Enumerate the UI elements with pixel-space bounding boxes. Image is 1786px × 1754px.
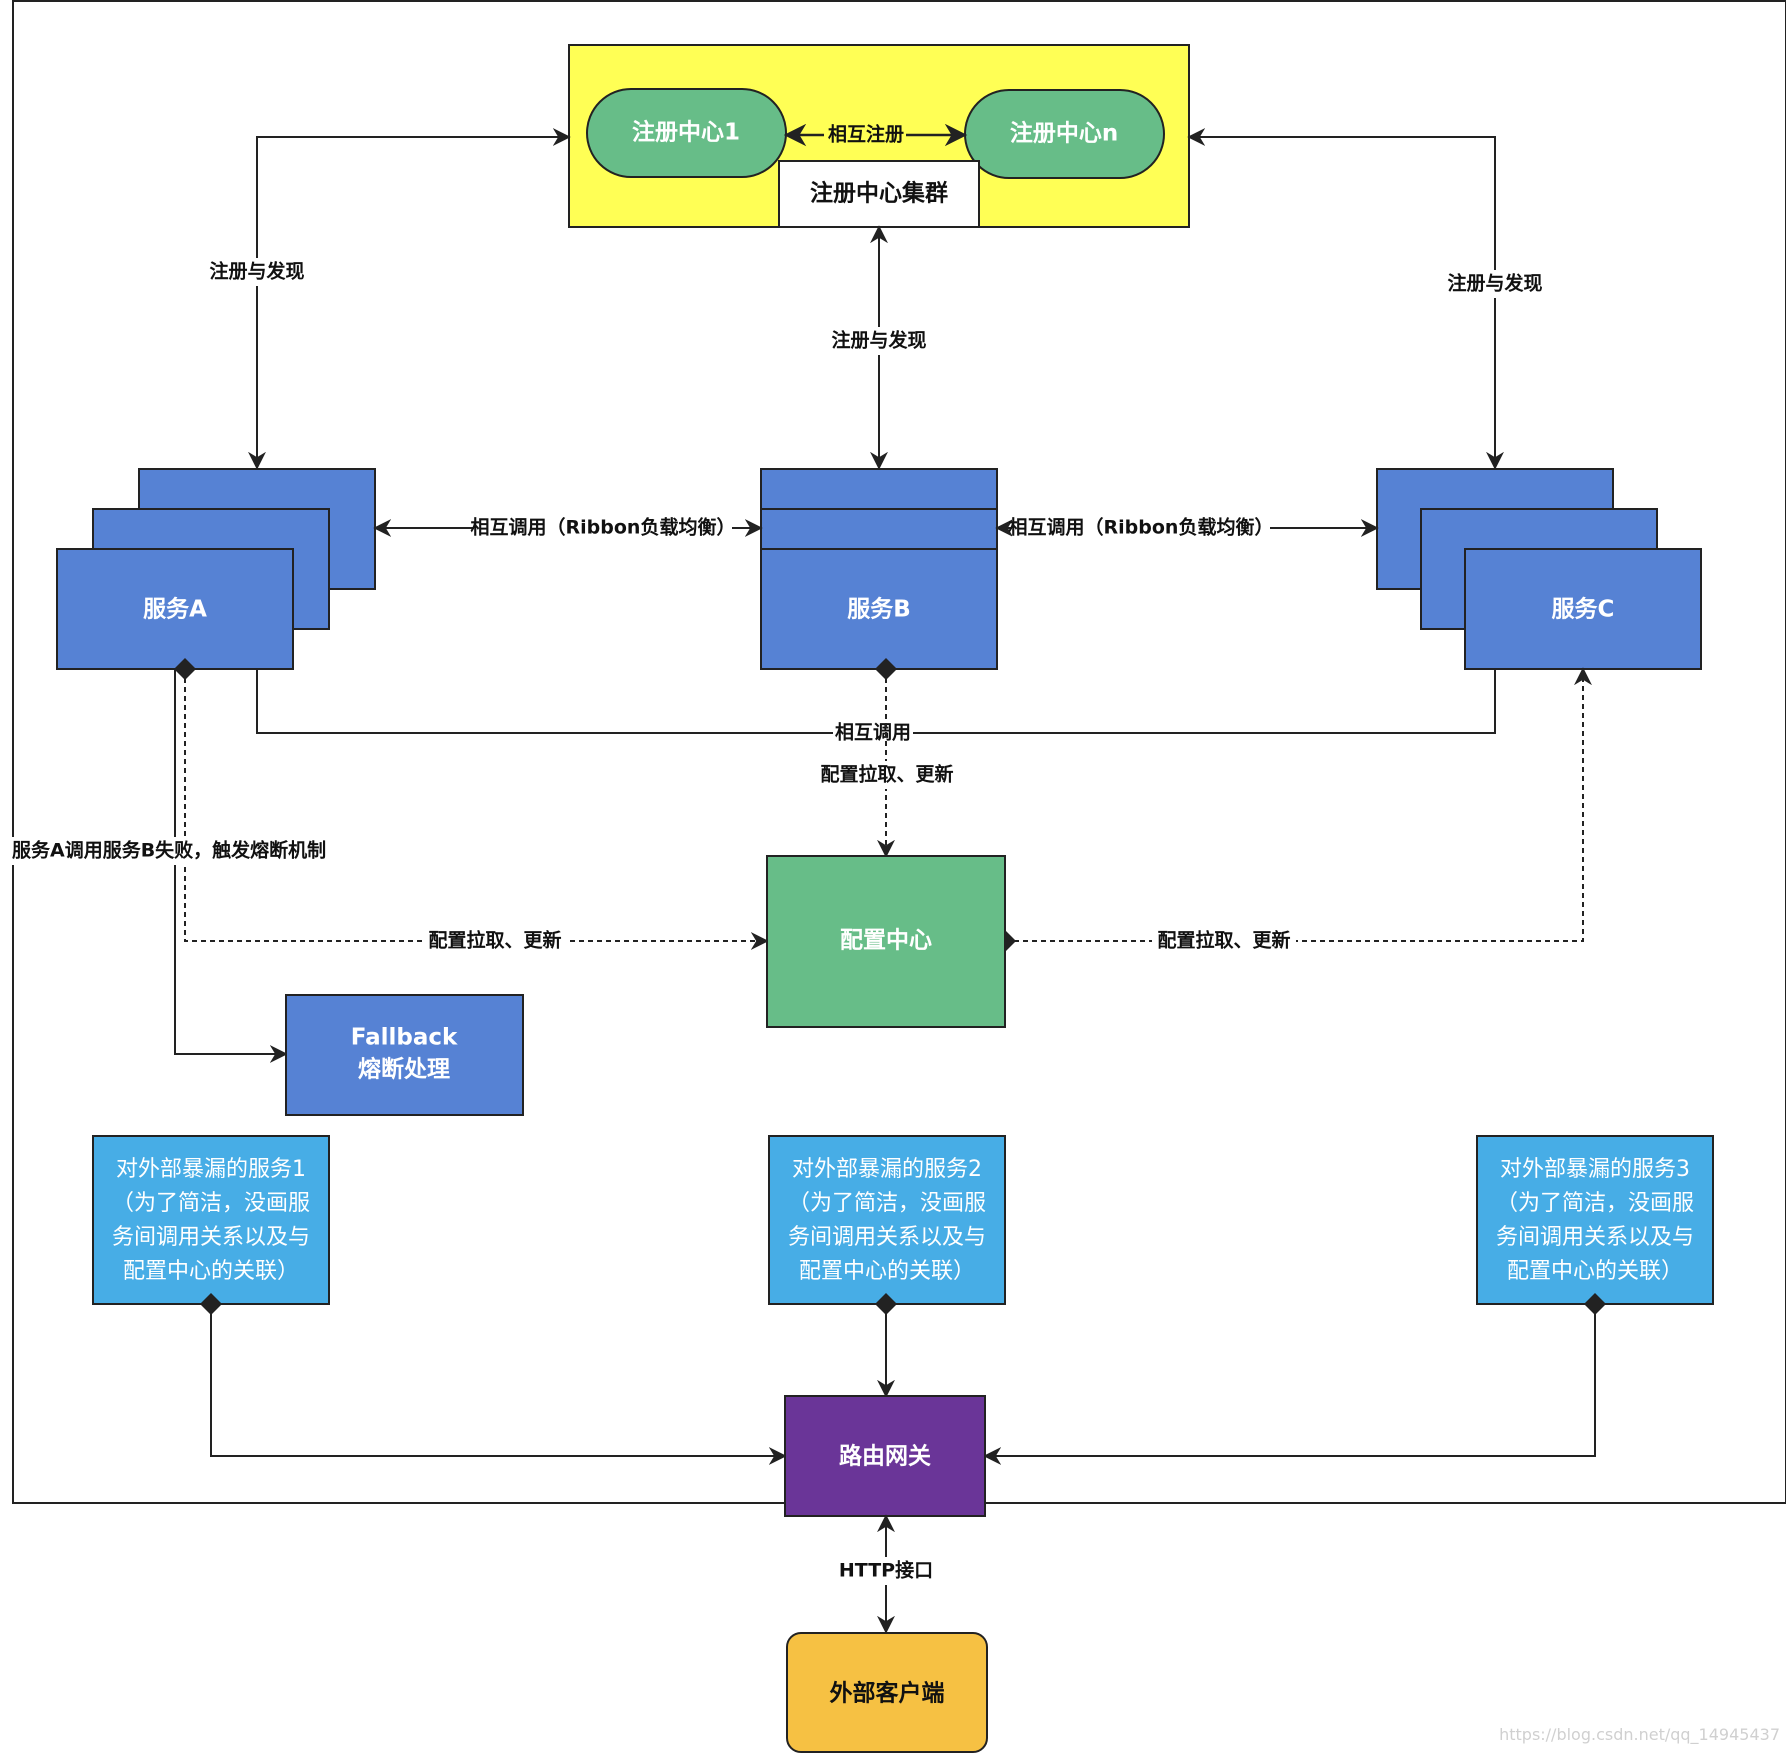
exposed-service-1-line: 对外部暴漏的服务1: [116, 1157, 306, 1182]
exposed-service-3: 对外部暴漏的服务3 （为了简洁，没画服 务间调用关系以及与 配置中心的关联）: [1476, 1135, 1714, 1305]
mutual-register-label: 相互注册: [828, 123, 904, 146]
exposed-service-3-line: （为了简洁，没画服: [1496, 1191, 1694, 1216]
edge-gateway-3: [983, 1293, 1606, 1465]
service-a-stack: 服务A: [56, 468, 376, 670]
edge-circuit-break-label: 服务A调用服务B失败，触发熔断机制: [12, 839, 326, 862]
edge-config-c-label: 配置拉取、更新: [1157, 929, 1290, 952]
fallback-box: [285, 994, 524, 1116]
exposed-service-2-line: 务间调用关系以及与: [788, 1225, 986, 1250]
config-center: [766, 855, 1006, 1028]
edge-config-a-label: 配置拉取、更新: [428, 929, 561, 952]
exposed-service-2-line: 配置中心的关联）: [799, 1259, 975, 1284]
exposed-service-3-line: 对外部暴漏的服务3: [1500, 1157, 1690, 1182]
gateway: [784, 1395, 986, 1517]
edge-call-ac-label: 相互调用: [835, 722, 911, 744]
exposed-service-1: 对外部暴漏的服务1 （为了简洁，没画服 务间调用关系以及与 配置中心的关联）: [92, 1135, 330, 1305]
service-a-label: 服务A: [143, 597, 207, 623]
registry-cluster-title: 注册中心集群: [810, 180, 948, 207]
exposed-service-2: 对外部暴漏的服务2 （为了简洁，没画服 务间调用关系以及与 配置中心的关联）: [768, 1135, 1006, 1305]
edge-config-b-label: 配置拉取、更新: [820, 763, 953, 786]
edge-gateway-1: [200, 1293, 787, 1465]
exposed-service-3-line: 配置中心的关联）: [1507, 1259, 1683, 1284]
external-client-label: 外部客户端: [830, 1680, 945, 1707]
exposed-service-1-line: （为了简洁，没画服: [112, 1191, 310, 1216]
edge-call-bc-label: 相互调用（Ribbon负载均衡）: [1009, 516, 1274, 539]
edge-config-a: [174, 658, 769, 950]
service-c: [1464, 548, 1702, 670]
exposed-service-1-line: 务间调用关系以及与: [112, 1225, 310, 1250]
registry-node-1-label: 注册中心1: [632, 119, 740, 146]
edge-register-b-label: 注册与发现: [831, 329, 926, 352]
edge-call-ab-label: 相互调用（Ribbon负载均衡）: [471, 516, 736, 539]
service-b-label: 服务B: [847, 597, 911, 623]
edge-register-a: [248, 128, 571, 470]
exposed-service-1-line: 配置中心的关联）: [123, 1259, 299, 1284]
edge-register-a-label: 注册与发现: [209, 260, 304, 283]
edge-register-c: [1187, 128, 1504, 470]
exposed-service-3-line: 务间调用关系以及与: [1496, 1225, 1694, 1250]
exposed-service-2-line: （为了简洁，没画服: [788, 1191, 986, 1216]
edge-config-c: [994, 667, 1592, 952]
watermark: https://blog.csdn.net/qq_14945437: [1499, 1725, 1780, 1745]
service-c-label: 服务C: [1552, 597, 1615, 623]
registry-cluster: 注册中心1 注册中心n 相互注册 注册中心集群: [568, 44, 1190, 228]
gateway-label: 路由网关: [839, 1443, 931, 1470]
registry-node-n-label: 注册中心n: [1010, 120, 1118, 147]
edge-circuit-break: [174, 669, 288, 1063]
exposed-service-2-line: 对外部暴漏的服务2: [792, 1157, 982, 1182]
service-a: [56, 548, 294, 670]
service-c-stack: 服务C: [1376, 468, 1702, 670]
config-center-label: 配置中心: [840, 928, 932, 954]
edge-http-label: HTTP接口: [839, 1560, 933, 1582]
service-b-stack: 服务B: [760, 468, 998, 670]
registry-cluster-title-box: [778, 160, 980, 228]
edge-register-c-label: 注册与发现: [1447, 272, 1542, 295]
external-client: [786, 1632, 988, 1753]
fallback-label-1: Fallback: [351, 1025, 458, 1051]
fallback-label-2: 熔断处理: [358, 1056, 450, 1083]
